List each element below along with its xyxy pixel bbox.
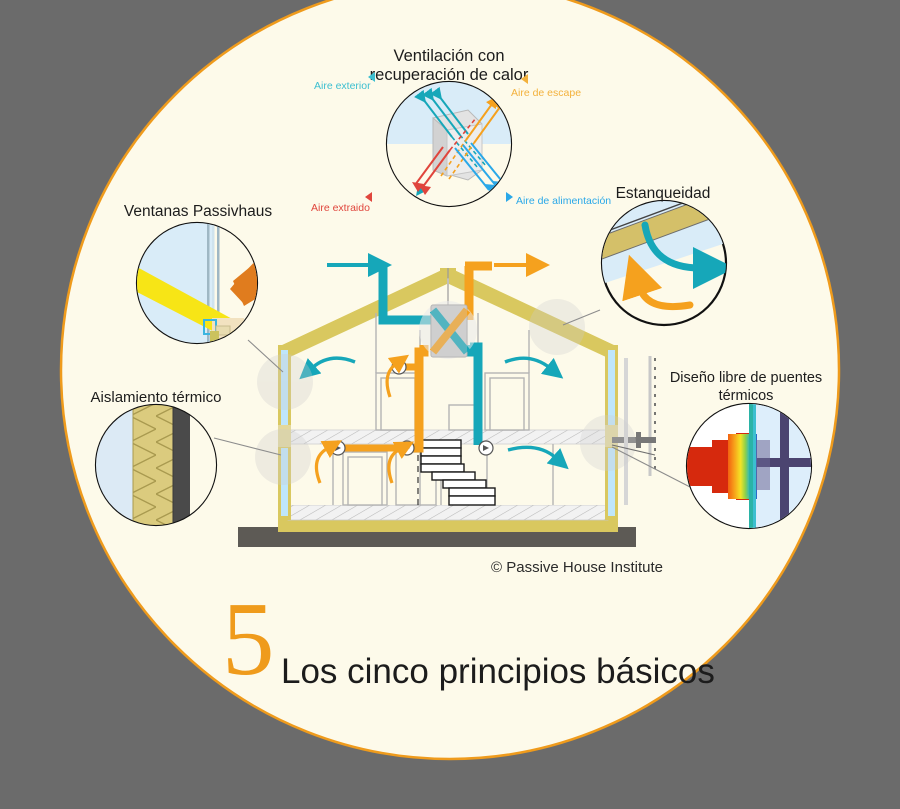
hotspot-markers xyxy=(255,299,636,485)
hotspot-window xyxy=(257,354,313,410)
title-numeral: 5 xyxy=(222,580,275,697)
hotspot-airtightness xyxy=(529,299,585,355)
air-label-exhaust-air: Aire de escape xyxy=(511,87,581,99)
window-glazing-left xyxy=(278,350,291,516)
air-marker-outdoor-air xyxy=(368,72,375,82)
airtight-arrow-orange xyxy=(622,254,694,311)
window-frame xyxy=(207,223,220,343)
duct-supply-branch xyxy=(470,342,483,445)
callout-airtightness-label: Estanqueidad xyxy=(616,185,711,202)
callout-ventilation-label-line1: Ventilación con xyxy=(394,47,505,65)
roof-right-top xyxy=(449,268,618,357)
air-label-outdoor-air: Aire exterior xyxy=(314,80,371,92)
heat-recovery-unit xyxy=(419,301,477,359)
reflection-arrow-2 xyxy=(233,262,257,306)
callout-insulation[interactable] xyxy=(94,403,218,527)
airtight-arrow-teal xyxy=(641,221,726,289)
air-marker-extract-air xyxy=(365,192,372,202)
thermal-frame-horizontal xyxy=(757,458,811,467)
interior-partitions xyxy=(332,313,554,506)
callout-ventilation[interactable] xyxy=(385,80,513,208)
callout-insulation-label: Aislamiento térmico xyxy=(91,389,222,406)
callout-thermal-bridge[interactable] xyxy=(685,402,813,530)
airflow-arrows-orange xyxy=(314,354,415,484)
callout-thermal-bridge-label-line2: térmicos xyxy=(719,388,774,404)
thermal-inner-shadow xyxy=(756,440,770,490)
thermal-core-line xyxy=(753,404,756,528)
callout-connectors xyxy=(213,309,693,489)
connector-thermal-bridge xyxy=(611,446,693,489)
thermal-insulation-line xyxy=(749,404,753,528)
title-text: Los cinco principios básicos xyxy=(281,652,715,691)
air-label-supply-air: Aire de alimentación xyxy=(516,195,611,207)
ground-floor-deck xyxy=(287,504,609,521)
connector-airtightness xyxy=(562,309,601,326)
air-marker-exhaust-air xyxy=(521,74,528,84)
roof-left-top xyxy=(278,268,447,357)
staircase xyxy=(420,439,496,506)
hotspot-insulation xyxy=(255,429,311,485)
duct-supply-teal xyxy=(378,266,433,325)
callout-windows-label: Ventanas Passivhaus xyxy=(124,203,272,220)
hotspot-thermal-bridge xyxy=(580,415,636,471)
air-marker-supply-air xyxy=(506,192,513,202)
callout-thermal-bridge-label-line1: Diseño libre de puentes xyxy=(670,370,822,386)
layer-structure xyxy=(173,405,190,525)
air-label-extract-air: Aire extraido xyxy=(311,202,370,214)
connector-thermal-bridge-inner xyxy=(611,444,656,456)
credit-text: © Passive House Institute xyxy=(491,559,663,576)
layer-insulation xyxy=(133,405,173,525)
connector-windows xyxy=(247,339,284,373)
callout-windows[interactable] xyxy=(135,221,283,345)
connector-insulation xyxy=(213,437,282,456)
callout-ventilation-label-line2: recuperación de calor xyxy=(370,66,529,84)
airflow-arrows-teal xyxy=(299,356,569,470)
solar-gain-band xyxy=(137,267,236,341)
house-cross-section xyxy=(238,253,656,547)
balcony-detail xyxy=(612,356,656,476)
